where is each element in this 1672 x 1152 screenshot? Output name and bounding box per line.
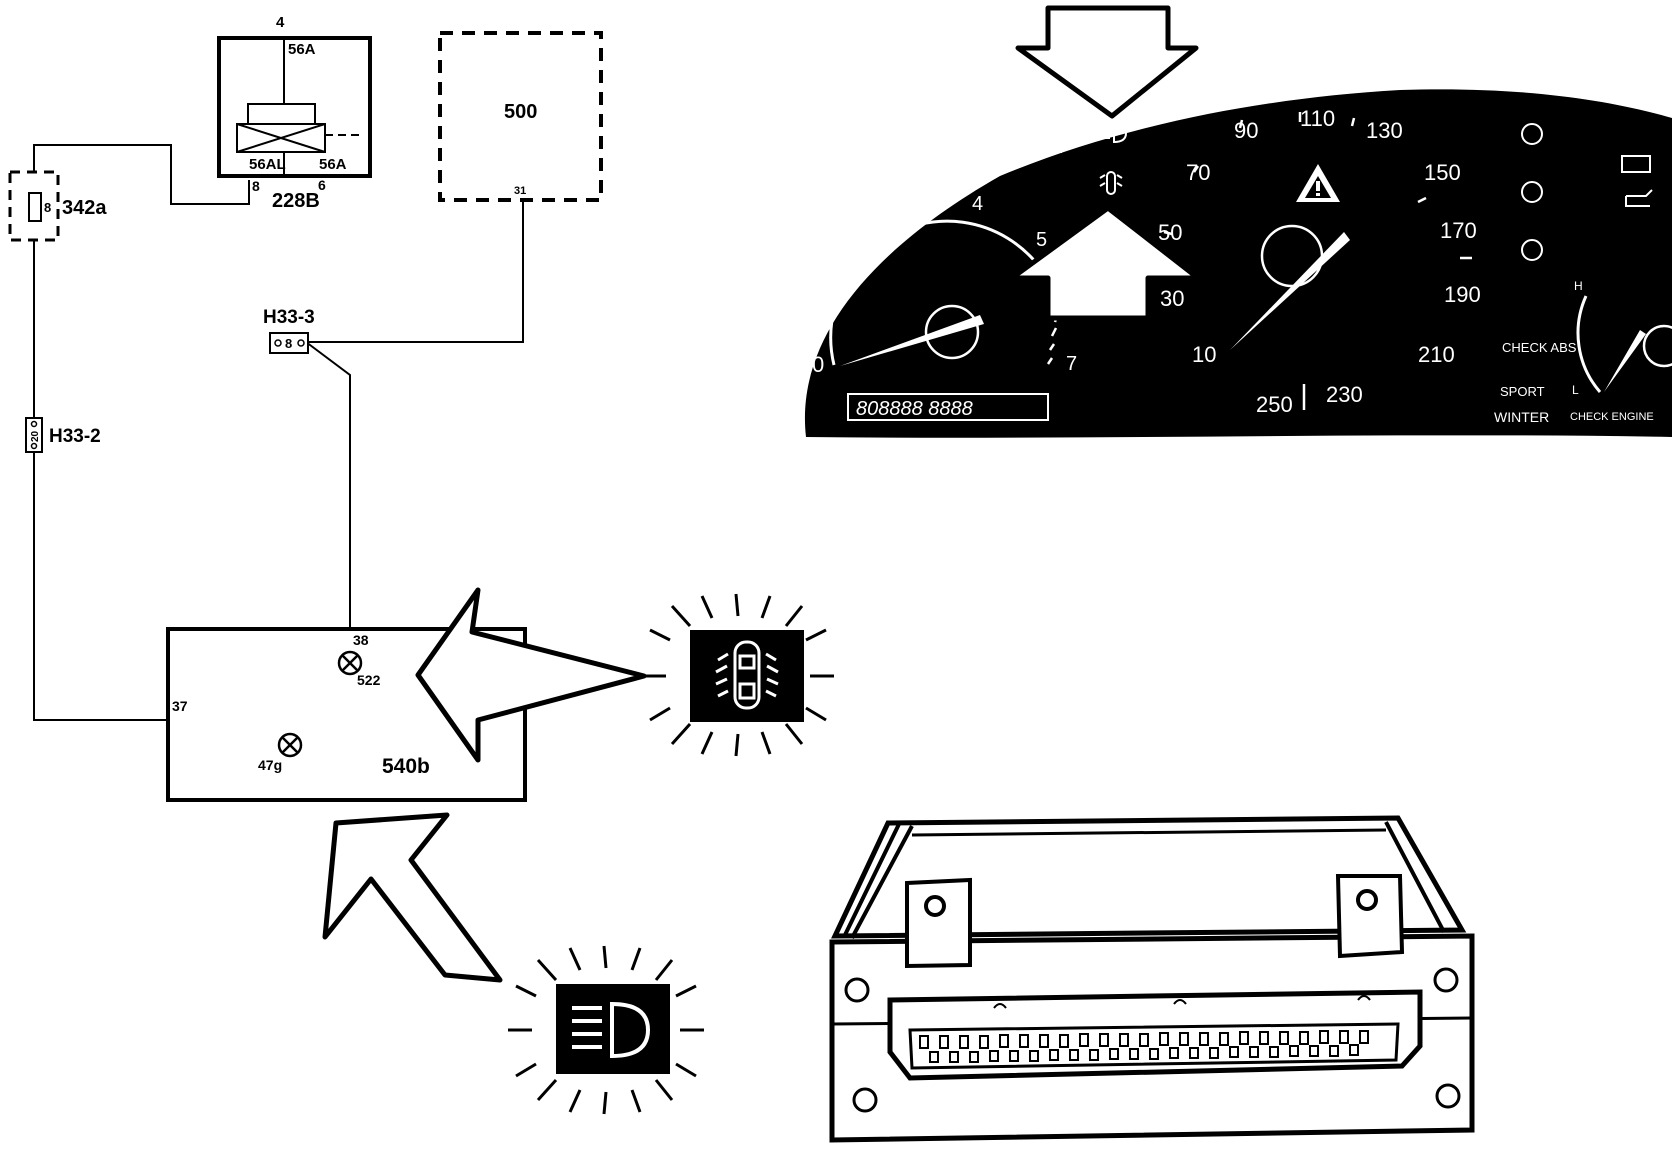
odometer: 808888 8888 [847, 393, 1049, 421]
speed-tick-10: 10 [1192, 342, 1216, 367]
highbeam-indicator-icon [1100, 122, 1128, 144]
speed-tick-150: 150 [1424, 160, 1461, 185]
car-bulb-warning-icon [642, 593, 834, 757]
sport-label: SPORT [1500, 384, 1545, 399]
speed-tick-90: 90 [1234, 118, 1258, 143]
tacho-tick-5: 5 [1036, 229, 1047, 251]
relay-id-label: 228B [272, 190, 320, 212]
instrument-cluster: 0 1 2 3 4 5 7 808888 8888 10 30 [804, 5, 1672, 438]
temp-gauge-hub [1642, 324, 1672, 368]
ecu-connector-pins [919, 995, 1371, 1063]
connector-h33-3: 8 H33-3 [263, 307, 315, 354]
arrow-to-instrument-icon [322, 812, 503, 983]
speed-tick-110: 110 [1300, 106, 1335, 131]
rear-fog-icon [984, 152, 1009, 166]
ecu-top-edge [911, 828, 1387, 837]
brake-warning-icon [1521, 123, 1543, 261]
traction-icon [1099, 171, 1123, 195]
fuse-342a: 8 342a [8, 170, 107, 242]
temp-gauge-needle [1604, 330, 1646, 392]
ecu-screws [844, 967, 1461, 1113]
ecu-rail-left [833, 821, 914, 939]
speed-tick-170: 170 [1440, 218, 1477, 243]
arrow-up-to-traction-icon [1009, 205, 1201, 321]
speed-tick-230: 230 [1326, 382, 1363, 407]
tacho-tick-0: 0 [812, 352, 824, 377]
connector-h33-2-id-label: H33-2 [49, 426, 101, 447]
temp-h-label: H [1574, 279, 1583, 293]
speed-tick-50: 50 [1158, 220, 1182, 245]
relay-pin-right-label: 6 [318, 177, 326, 193]
ecu-rail-right [1384, 817, 1464, 933]
check-engine-label: CHECK ENGINE [1570, 411, 1654, 423]
instrument-id-label: 540b [382, 755, 430, 778]
speedometer: 10 30 50 70 90 110 130 150 170 190 210 2… [1158, 106, 1481, 417]
cluster-panel [804, 89, 1672, 438]
pin-37-label: 37 [172, 698, 188, 714]
lamp-522-icon [337, 650, 363, 676]
battery-icon [1621, 155, 1651, 173]
tacho-tick-2: 2 [840, 229, 851, 251]
lamp-47g-icon [277, 732, 303, 758]
oil-can-icon [1625, 189, 1653, 207]
tacho-tick-1: 1 [812, 293, 823, 315]
control-unit [829, 815, 1475, 1143]
connector-h33-2: 20 H33-2 [25, 417, 101, 453]
connector-h33-3-id-label: H33-3 [263, 307, 315, 328]
relay-pin-left-label: 8 [252, 178, 260, 194]
connector-h33-2-pin-label: 20 [30, 430, 41, 442]
module-500: 500 31 [438, 31, 603, 202]
relay-pin-top-label: 4 [276, 14, 285, 31]
telltale-icons [984, 123, 1653, 261]
check-abs-label: CHECK ABS [1502, 340, 1577, 355]
fuse-pin-label: 8 [44, 200, 51, 215]
relay-left-term-label: 56AL [249, 156, 286, 173]
relay-right-term-label: 56A [319, 156, 347, 173]
wires [33, 144, 524, 800]
lamp-522-label: 522 [357, 672, 381, 688]
pin-38-label: 38 [353, 632, 369, 648]
speed-tick-190: 190 [1444, 282, 1481, 307]
lamp-47g-label: 47g [258, 757, 282, 773]
module-pin-label: 31 [514, 185, 526, 197]
speed-tick-250: 250 [1256, 392, 1293, 417]
tacho-tick-3: 3 [904, 191, 915, 213]
speed-tick-130: 130 [1366, 118, 1403, 143]
relay-228b: 4 56A 56AL 56A 8 6 228B [217, 14, 372, 212]
tacho-tick-7: 7 [1066, 353, 1077, 375]
temp-gauge [1576, 295, 1602, 393]
hazard-triangle-icon [1296, 164, 1340, 202]
speed-tick-70: 70 [1186, 160, 1210, 185]
relay-top-term-label: 56A [288, 41, 316, 58]
ecu-mounting-brackets [905, 874, 1405, 969]
speed-tick-30: 30 [1160, 286, 1184, 311]
fog-lamp-icon [1039, 135, 1062, 157]
headlight-warning-icon [508, 945, 704, 1115]
fuse-id-label: 342a [62, 197, 107, 219]
temp-l-label: L [1572, 383, 1579, 397]
speed-tick-210: 210 [1418, 342, 1455, 367]
odometer-readout: 808888 8888 [856, 398, 973, 420]
arrow-down-to-highbeam-icon [1015, 5, 1199, 119]
module-id-label: 500 [504, 101, 537, 123]
tacho-tick-4: 4 [972, 193, 983, 215]
winter-label: WINTER [1494, 409, 1549, 425]
cluster-right-labels: CHECK ABS SPORT WINTER CHECK ENGINE H L [1494, 279, 1672, 425]
connector-h33-3-pin-label: 8 [285, 336, 292, 351]
